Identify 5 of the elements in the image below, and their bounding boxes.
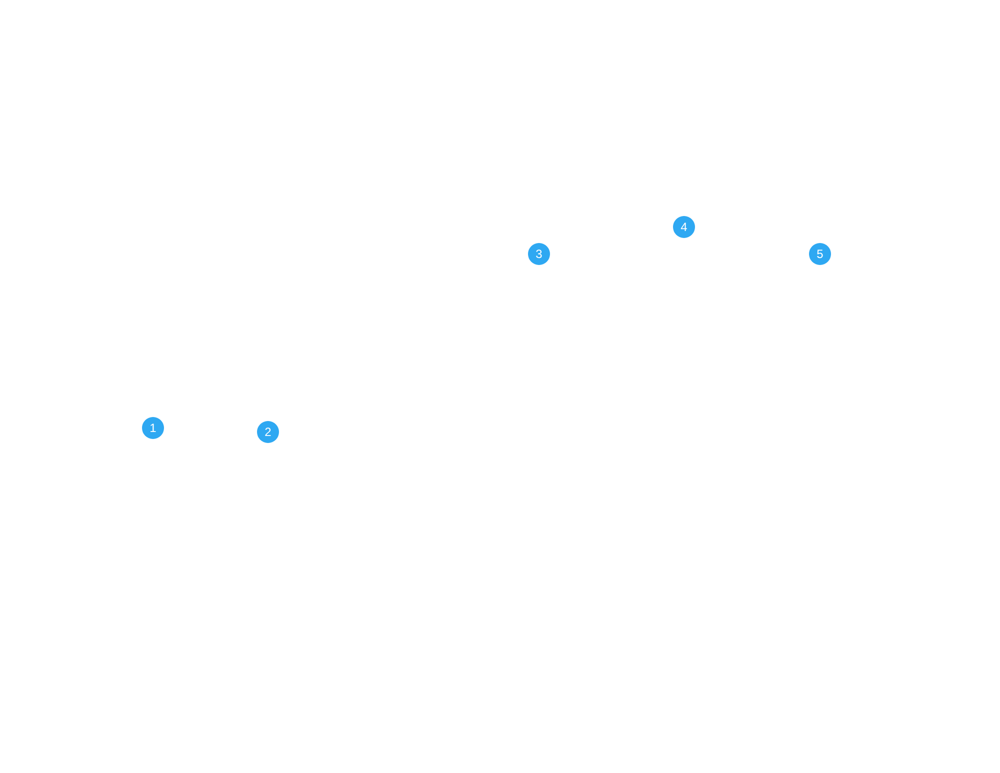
callout-number: 3 [528, 243, 550, 265]
callout-number: 5 [809, 243, 831, 265]
callout-number: 2 [257, 421, 279, 443]
callout-number: 1 [142, 417, 164, 439]
callout-number: 4 [673, 216, 695, 238]
